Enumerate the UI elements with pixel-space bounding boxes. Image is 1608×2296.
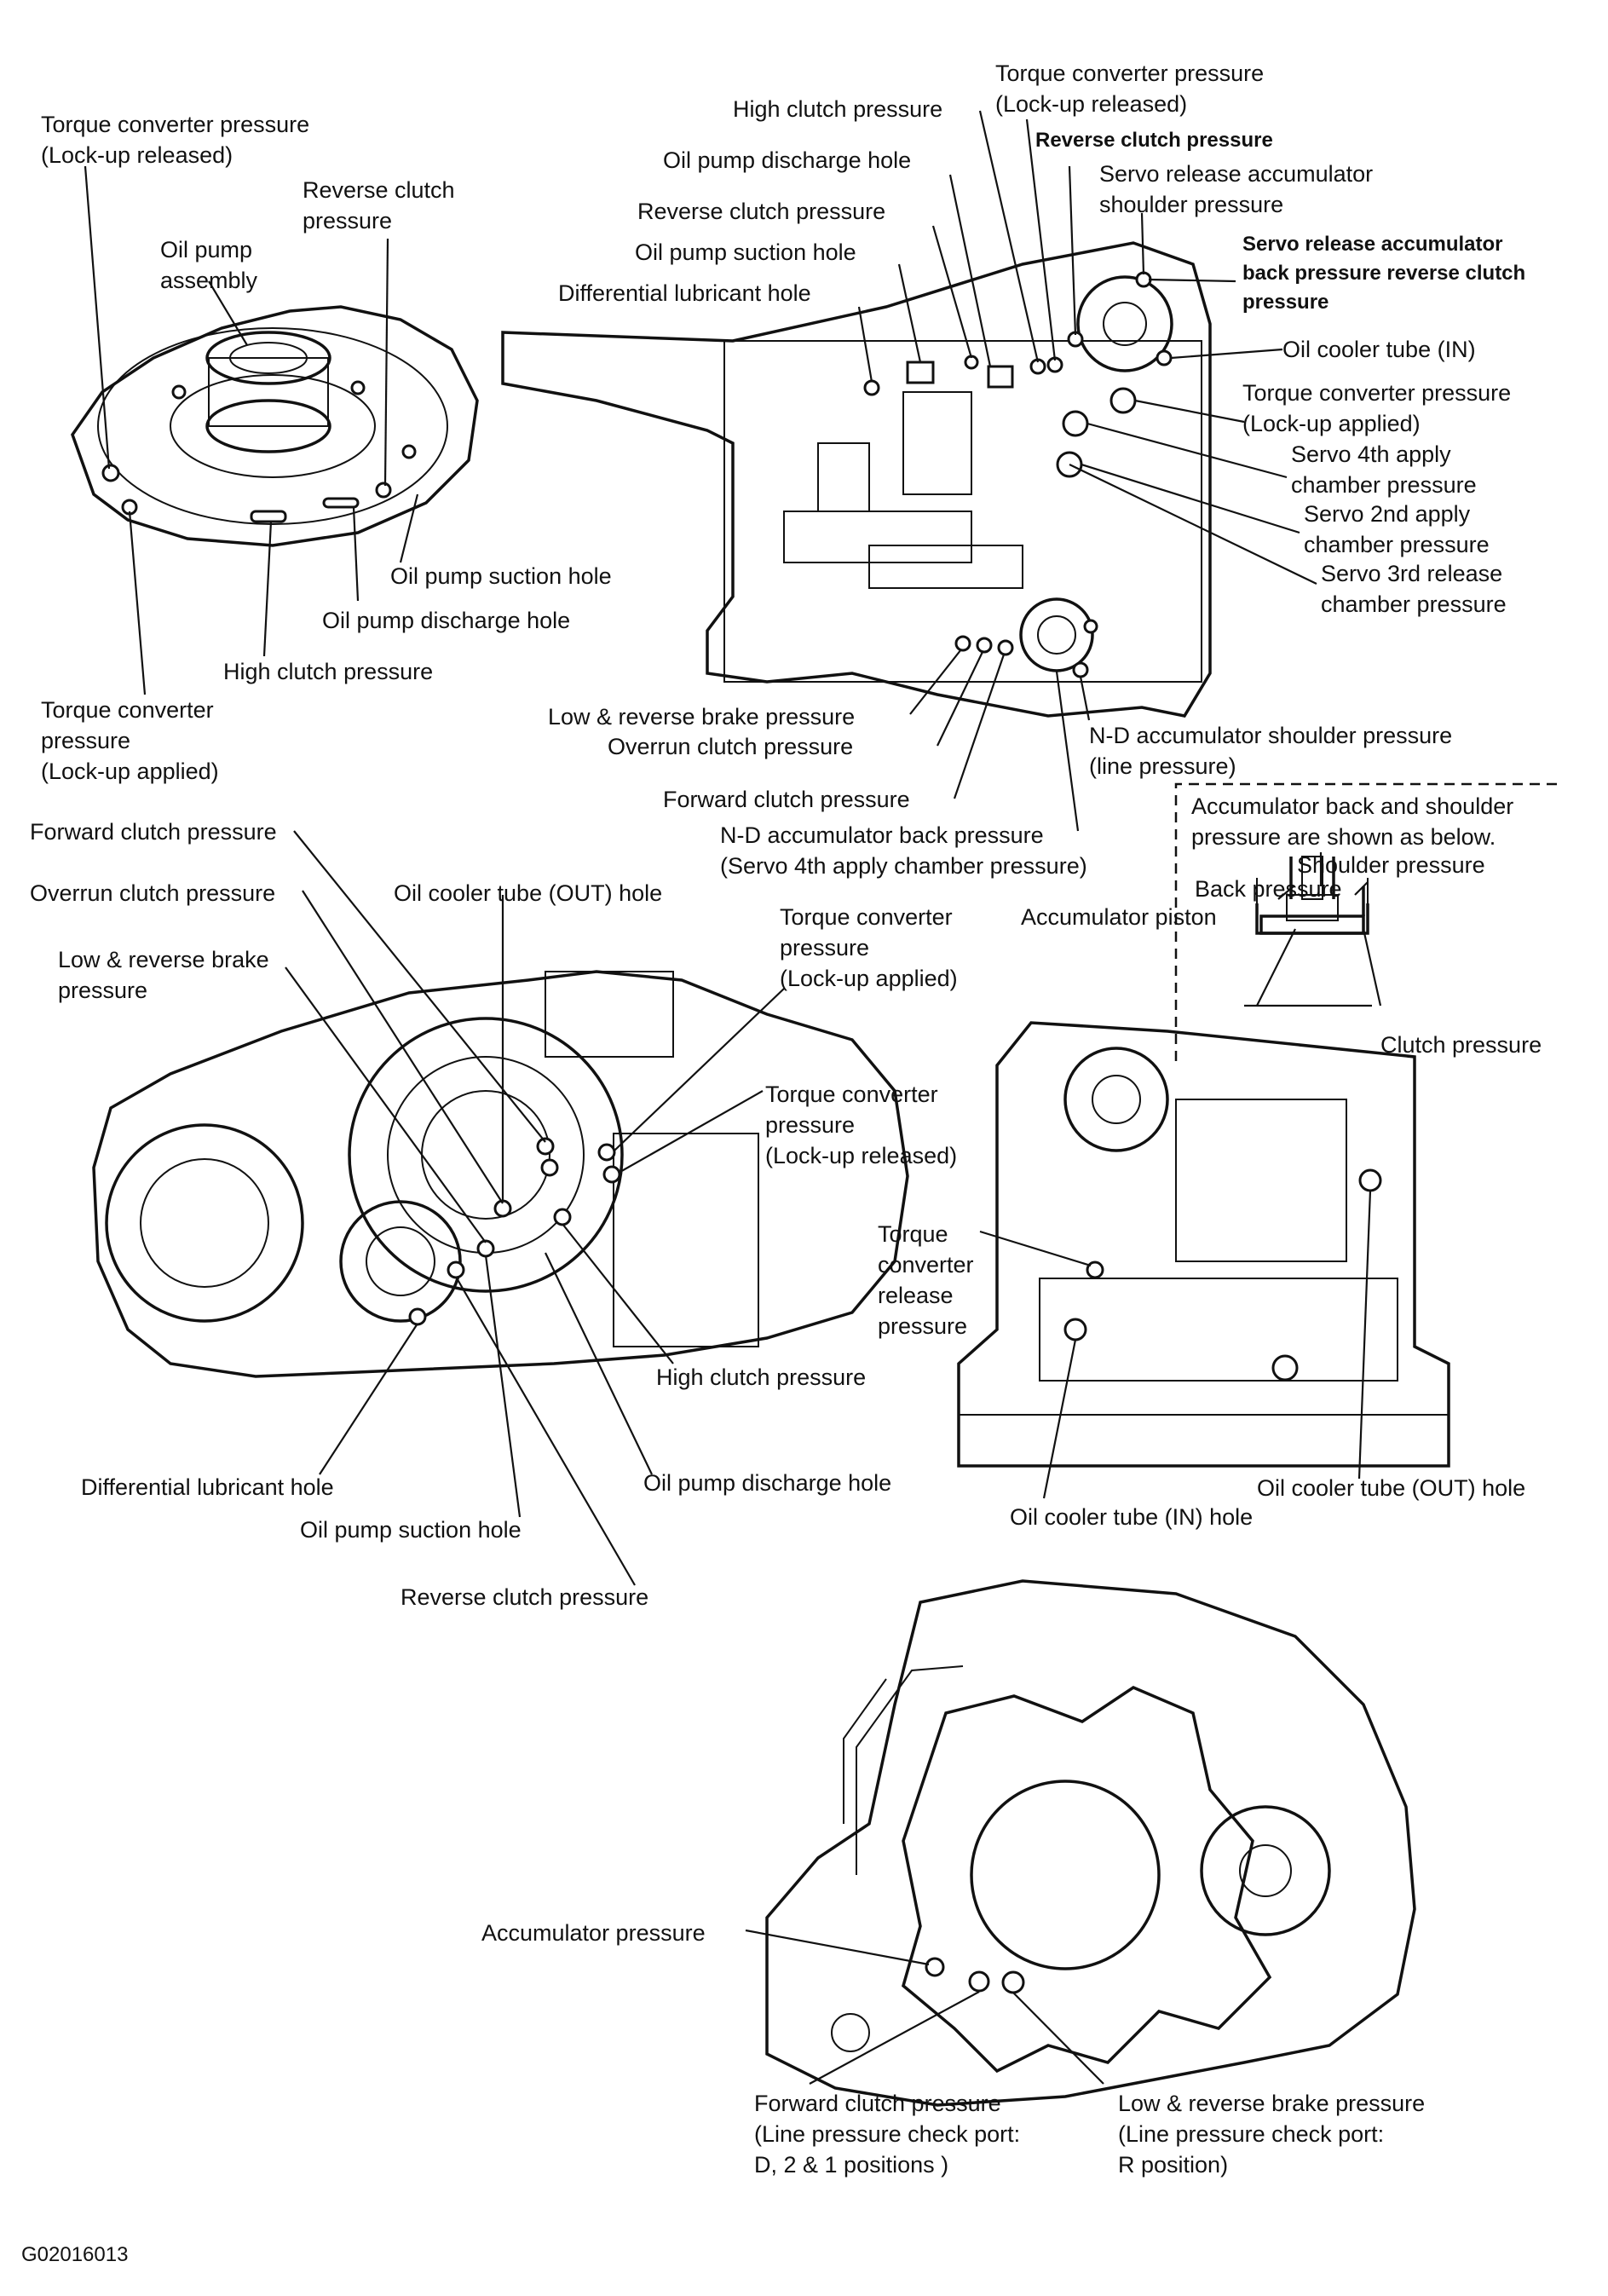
label-ct-suction-hole: Oil pump suction hole [635,239,856,265]
label-ct-high-clutch: High clutch pressure [733,96,943,122]
label-ct-reverse-clutch-bold: Reverse clutch pressure [1035,129,1273,152]
label-ct-oil-cooler-in: Oil cooler tube (IN) [1282,337,1476,362]
label-op-torque-converter-applied: Torque converter pressure (Lock-up appli… [41,697,219,784]
label-ct-servo-release-back: Servo release accumulator back pressure … [1242,233,1526,314]
label-cp-accumulator: Accumulator pressure [481,1920,706,1946]
label-ct-servo-3rd-release: Servo 3rd release chamber pressure [1321,561,1507,617]
label-h-torque-converter-released: Torque converter pressure (Lock-up relea… [765,1082,958,1168]
label-ct-differential-hole: Differential lubricant hole [558,280,811,306]
label-ct-nd-back: N-D accumulator back pressure (Servo 4th… [720,822,1087,879]
case-top-leaders [857,110,1317,832]
label-ct-discharge-hole: Oil pump discharge hole [663,147,912,173]
label-h-torque-converter-applied: Torque converter pressure (Lock-up appli… [780,904,958,991]
label-ct-reverse-clutch: Reverse clutch pressure [637,199,886,224]
case-side-leaders [979,1190,1372,1499]
label-h-suction-hole: Oil pump suction hole [300,1517,522,1543]
label-h-forward-clutch: Forward clutch pressure [30,819,277,845]
label-ct-overrun-clutch: Overrun clutch pressure [608,734,854,759]
label-cs-oil-cooler-out: Oil cooler tube (OUT) hole [1257,1475,1526,1501]
case-side-drawing [957,1021,1450,1468]
label-op-high-clutch: High clutch pressure [223,659,434,684]
transaxle-leaders [745,1929,1104,2085]
label-h-oil-cooler-out: Oil cooler tube (OUT) hole [394,880,663,906]
label-h-reverse-clutch: Reverse clutch pressure [401,1584,649,1610]
label-cp-forward-clutch: Forward clutch pressure (Line pressure c… [754,2091,1021,2178]
housing-drawing [92,970,909,1378]
label-h-differential-hole: Differential lubricant hole [81,1474,334,1500]
accumulator-inset [1174,782,1564,1061]
label-inset-piston: Accumulator piston [1021,904,1217,930]
label-ct-forward-clutch: Forward clutch pressure [663,787,910,812]
oil-pump-drawing [71,305,479,547]
housing-leaders [285,830,785,1586]
label-h-discharge-hole: Oil pump discharge hole [643,1470,892,1496]
label-cs-oil-cooler-in: Oil cooler tube (IN) hole [1010,1504,1254,1530]
label-op-discharge-hole: Oil pump discharge hole [322,608,571,633]
label-inset-clutch: Clutch pressure [1380,1032,1542,1058]
oil-pump-leaders [84,165,419,695]
label-ct-nd-shoulder: N-D accumulator shoulder pressure (line … [1089,723,1453,779]
label-ct-torque-converter-released: Torque converter pressure (Lock-up relea… [995,61,1265,117]
case-top-drawing [501,241,1212,718]
label-cs-torque-converter-release: Torque converter release pressure [878,1221,974,1339]
label-h-low-reverse-brake: Low & reverse brake pressure [58,947,269,1003]
label-op-torque-converter-released: Torque converter pressure (Lock-up relea… [41,112,310,168]
label-inset-shoulder: Shoulder pressure [1297,852,1485,878]
label-inset-back: Back pressure [1195,876,1342,902]
label-cp-low-reverse-brake: Low & reverse brake pressure (Line press… [1118,2091,1426,2178]
label-h-high-clutch: High clutch pressure [656,1364,867,1390]
label-h-overrun-clutch: Overrun clutch pressure [30,880,276,906]
label-inset-note: Accumulator back and shoulder pressure a… [1191,793,1514,850]
label-ct-servo-release-shoulder: Servo release accumulator shoulder press… [1099,161,1374,217]
figure-id: G02016013 [21,2243,129,2266]
label-ct-servo-2nd-apply: Servo 2nd apply chamber pressure [1304,501,1490,557]
label-op-reverse-clutch: Reverse clutch pressure [303,177,455,234]
label-ct-low-reverse-brake: Low & reverse brake pressure [548,704,856,730]
label-op-suction-hole: Oil pump suction hole [390,563,612,589]
label-ct-torque-converter-applied: Torque converter pressure (Lock-up appli… [1242,380,1512,436]
label-op-oil-pump-assembly: Oil pump assembly [160,237,258,293]
label-ct-servo-4th-apply: Servo 4th apply chamber pressure [1291,441,1477,498]
transaxle-drawing [765,1579,1416,2107]
